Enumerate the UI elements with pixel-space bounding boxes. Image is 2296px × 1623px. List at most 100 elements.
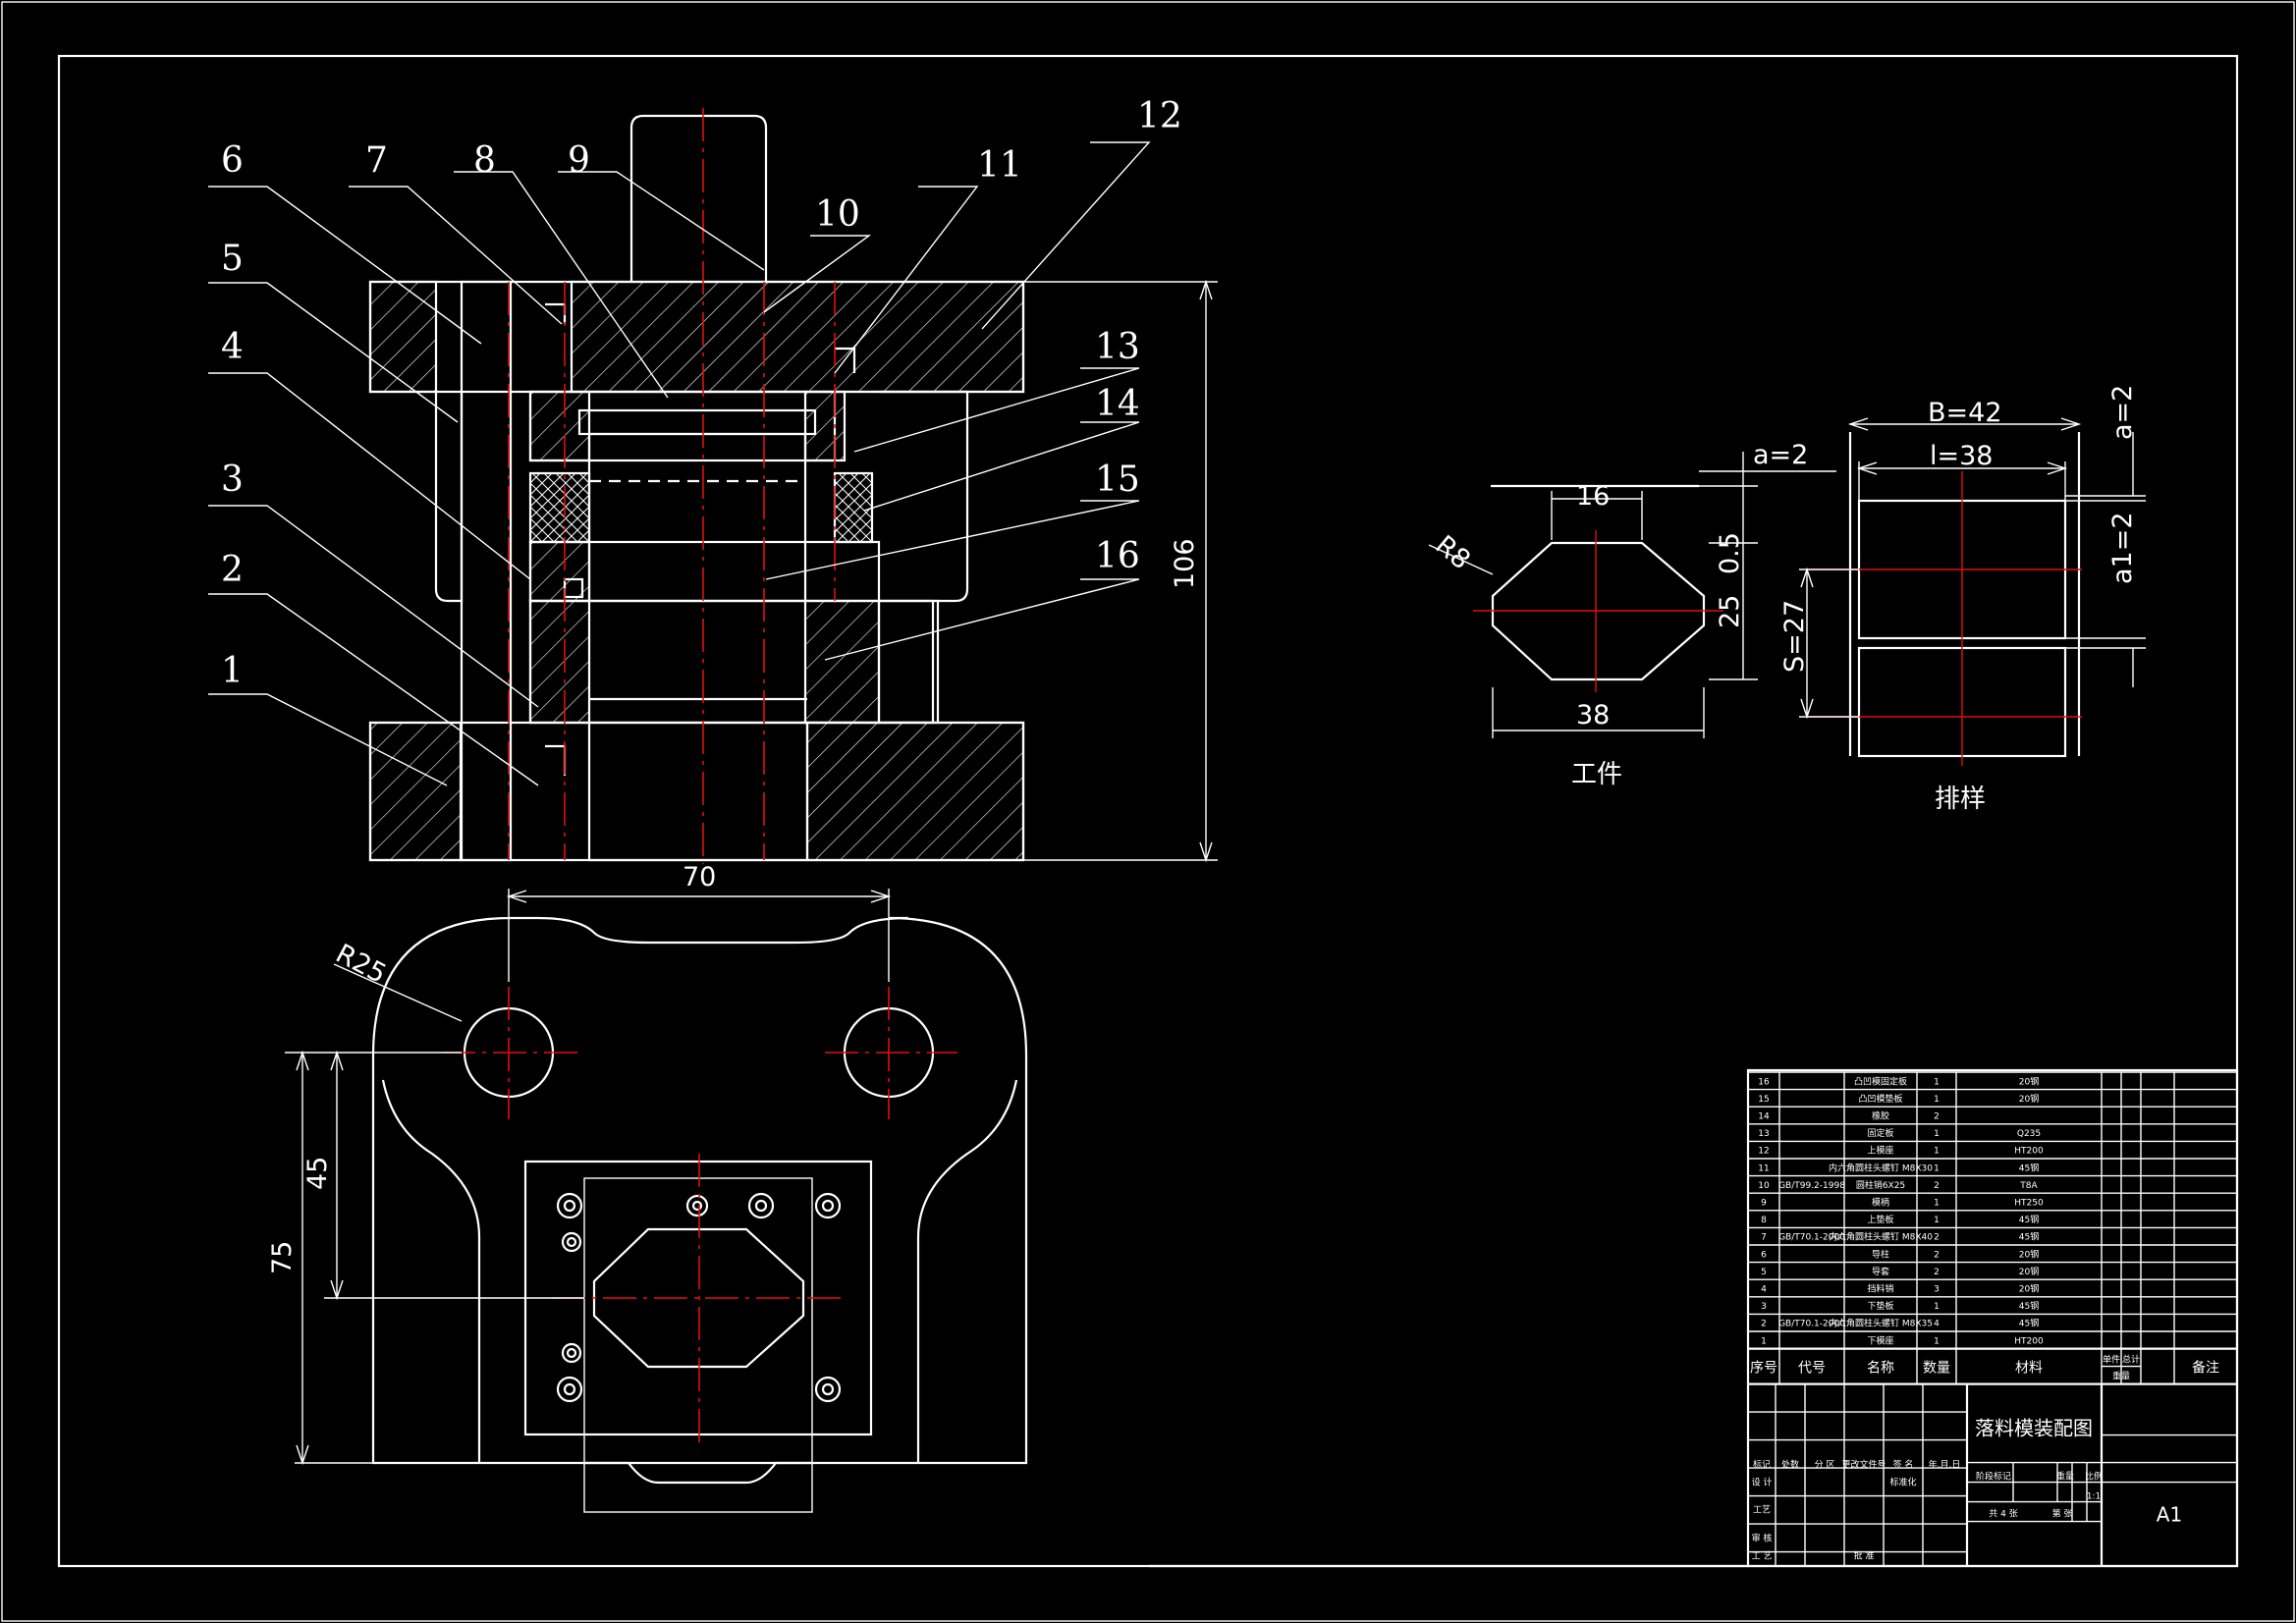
bom-cell-qty: 3 xyxy=(1934,1285,1940,1295)
bom-cell-material: 45钢 xyxy=(2019,1162,2039,1173)
tb-count: 处数 xyxy=(1781,1459,1799,1471)
strip-layout-view: B=42 l=38 a=2 a1=2 S=27 排样 xyxy=(1779,385,2146,814)
bom-header-weight: 重量 xyxy=(2112,1371,2130,1382)
bom-cell-qty: 1 xyxy=(1934,1216,1940,1225)
section-view xyxy=(208,108,1218,864)
workpiece-width: 38 xyxy=(1576,700,1610,730)
part-leaders xyxy=(208,141,1151,786)
layout-a-side: a=2 xyxy=(2107,385,2138,440)
bom-cell-material: HT200 xyxy=(2014,1147,2044,1157)
drawing-title: 落料模装配图 xyxy=(1975,1417,2093,1440)
bom-cell-name: 凸凹模垫板 xyxy=(1858,1093,1902,1105)
bom-cell-material: Q235 xyxy=(2017,1129,2041,1139)
bom-cell-qty: 2 xyxy=(1934,1181,1940,1191)
bom-cell-code: GB/T99.2-1998 xyxy=(1778,1181,1845,1191)
part-label-10: 10 xyxy=(815,194,860,235)
bom-header-material: 材料 xyxy=(2015,1361,2043,1377)
bom-header-total: 总计 xyxy=(2122,1354,2140,1366)
bom-header-note: 备注 xyxy=(2192,1360,2219,1377)
bom-cell-qty: 2 xyxy=(1934,1233,1940,1243)
bom-cell-no: 11 xyxy=(1758,1163,1769,1173)
bom-cell-qty: 1 xyxy=(1934,1336,1940,1346)
bom-cell-no: 15 xyxy=(1758,1095,1769,1105)
bom-cell-no: 5 xyxy=(1761,1268,1767,1277)
bom-cell-qty: 1 xyxy=(1934,1129,1940,1139)
layout-l-label: l=38 xyxy=(1930,441,1993,471)
bom-cell-name: 导柱 xyxy=(1872,1248,1889,1260)
bom-cell-qty: 1 xyxy=(1934,1163,1940,1173)
bom-cell-name: 内六角圆柱头螺钉 M8X30 xyxy=(1829,1162,1933,1173)
bom-cell-material: 20钢 xyxy=(2019,1248,2039,1260)
bom-cell-material: T8A xyxy=(2019,1181,2038,1191)
tb-approve: 批 准 xyxy=(1854,1550,1875,1562)
tb-std: 标准化 xyxy=(1889,1477,1916,1488)
inner-frame xyxy=(57,54,2239,1568)
tb-total-sheets: 共 4 张 xyxy=(1989,1509,2017,1520)
part-label-15: 15 xyxy=(1095,460,1140,500)
tb-design: 设 计 xyxy=(1752,1477,1773,1488)
bom-header-name: 名称 xyxy=(1867,1361,1894,1377)
bom-cell-material: HT200 xyxy=(2014,1336,2044,1346)
layout-a1-label: a1=2 xyxy=(2107,512,2138,584)
height-dim-label: 106 xyxy=(1170,538,1200,589)
tb-sign: 签 名 xyxy=(1893,1459,1914,1471)
part-label-7: 7 xyxy=(365,140,388,181)
bom-cell-name: 固定板 xyxy=(1867,1127,1893,1139)
bom-cell-code: GB/T70.1-2000 xyxy=(1778,1320,1845,1329)
bom-cell-qty: 2 xyxy=(1934,1250,1940,1260)
radius-dim-label: R25 xyxy=(331,939,391,990)
bom-cell-no: 12 xyxy=(1758,1147,1769,1157)
tb-zone: 分 区 xyxy=(1815,1460,1835,1471)
bom-cell-name: 凸凹模固定板 xyxy=(1854,1075,1907,1087)
sheet-size: A1 xyxy=(2157,1503,2182,1527)
dim-75-label: 75 xyxy=(267,1241,298,1274)
bom-header-no: 序号 xyxy=(1750,1361,1777,1377)
bom-header-code: 代号 xyxy=(1798,1361,1826,1377)
bom-cell-material: 45钢 xyxy=(2019,1300,2039,1312)
bom-cell-no: 8 xyxy=(1761,1216,1767,1225)
part-label-14: 14 xyxy=(1095,384,1140,424)
workpiece-top-width: 16 xyxy=(1576,481,1610,512)
bom-cell-qty: 1 xyxy=(1934,1199,1940,1209)
workpiece-view: 16 R8 0.5 25 38 a=2 工件 xyxy=(1428,440,1836,789)
bom-cell-qty: 1 xyxy=(1934,1077,1940,1087)
bom-cell-material: 45钢 xyxy=(2019,1318,2039,1329)
part-label-16: 16 xyxy=(1095,536,1140,576)
bom-cell-no: 6 xyxy=(1761,1250,1767,1260)
bom-cell-material: 20钢 xyxy=(2019,1093,2039,1105)
bom-cell-name: 模柄 xyxy=(1872,1197,1889,1209)
tb-weight: 重量 xyxy=(2056,1471,2074,1483)
bom-header-unit: 单件 xyxy=(2103,1354,2120,1366)
tb-doc: 更改文件号 xyxy=(1841,1459,1886,1471)
bom-cell-qty: 4 xyxy=(1934,1320,1940,1329)
workpiece-caption: 工件 xyxy=(1571,760,1622,789)
tb-sheet-no: 第 张 xyxy=(2052,1508,2073,1520)
bom-cell-qty: 1 xyxy=(1934,1147,1940,1157)
bom-cell-no: 4 xyxy=(1761,1285,1767,1295)
tb-scale: 1:1 xyxy=(2087,1492,2101,1502)
layout-a-label: a=2 xyxy=(1753,440,1808,470)
bom-cell-no: 7 xyxy=(1761,1233,1767,1243)
part-label-5: 5 xyxy=(221,239,244,279)
part-label-3: 3 xyxy=(221,460,244,500)
bom-cell-qty: 1 xyxy=(1934,1302,1940,1312)
bom-cell-name: 内六角圆柱头螺钉 M8X40 xyxy=(1829,1231,1933,1243)
bom-cell-code: GB/T70.1-2000 xyxy=(1778,1233,1845,1243)
bom-cell-material: 20钢 xyxy=(2019,1266,2039,1277)
bom-cell-no: 1 xyxy=(1761,1336,1767,1346)
bom-cell-qty: 1 xyxy=(1934,1095,1940,1105)
bom-cell-no: 13 xyxy=(1758,1129,1769,1139)
bom-cell-no: 9 xyxy=(1761,1199,1767,1209)
part-label-11: 11 xyxy=(977,145,1022,186)
part-label-2: 2 xyxy=(221,550,244,590)
tb-date: 年,月,日 xyxy=(1929,1459,1961,1471)
part-label-12: 12 xyxy=(1137,96,1182,136)
bom-cell-name: 上模座 xyxy=(1867,1145,1893,1157)
part-label-9: 9 xyxy=(568,140,590,181)
tb-mark: 标记 xyxy=(1753,1459,1771,1471)
part-label-4: 4 xyxy=(221,327,244,367)
tb-ratio: 比例 xyxy=(2085,1471,2103,1483)
bom-cell-material: 20钢 xyxy=(2019,1283,2039,1295)
bom-cell-no: 14 xyxy=(1758,1112,1770,1122)
